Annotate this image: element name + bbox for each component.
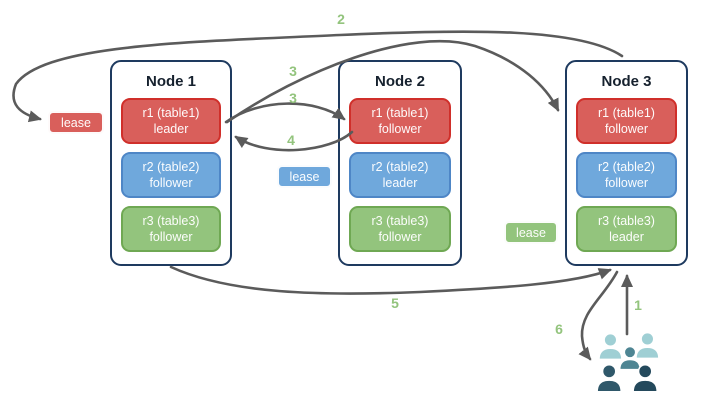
node3-replica-r2: r2 (table2) follower xyxy=(576,152,677,198)
users-group-icon xyxy=(596,331,660,393)
node3-replica-r1: r1 (table1) follower xyxy=(576,98,677,144)
replica-role: follower xyxy=(604,176,649,190)
arrow-label-3a: 3 xyxy=(289,63,297,79)
lease-tag-table3: lease xyxy=(504,221,558,244)
replica-name: r3 (table3) xyxy=(371,213,429,228)
arrow-label-5: 5 xyxy=(391,295,399,311)
node1-replica-r1: r1 (table1) leader xyxy=(121,98,221,144)
replica-name: r2 (table2) xyxy=(598,159,655,174)
node3-replica-r3: r3 (table3) leader xyxy=(576,206,677,252)
replica-role: leader xyxy=(382,176,418,190)
arrow-2-node3-to-lease xyxy=(12,30,624,123)
arrow-label-6: 6 xyxy=(555,321,563,337)
arrow-5-node1-to-node3 xyxy=(169,265,612,295)
replica-role: leader xyxy=(609,230,644,244)
node1-replica-r2: r2 (table2) follower xyxy=(121,152,221,198)
replica-role: follower xyxy=(378,122,422,136)
node-1-title: Node 1 xyxy=(145,73,196,90)
node2-replica-r3: r3 (table3) follower xyxy=(349,206,451,252)
arrow-label-3b: 3 xyxy=(289,90,297,106)
node1-replica-r3: r3 (table3) follower xyxy=(121,206,221,252)
lease-tag-table2: lease xyxy=(277,165,332,188)
arrow-label-2: 2 xyxy=(337,11,345,27)
node-2-box: Node 2 r1 (table1) follower r2 (table2) … xyxy=(338,60,462,266)
replica-role: follower xyxy=(604,122,649,136)
node-2-title: Node 2 xyxy=(374,73,425,90)
node-3-title: Node 3 xyxy=(601,73,652,90)
replica-role: follower xyxy=(378,230,422,244)
replica-name: r2 (table2) xyxy=(371,159,429,174)
node-3-box: Node 3 r1 (table1) follower r2 (table2) … xyxy=(565,60,688,266)
lease-tag-table1: lease xyxy=(48,111,104,134)
arrow-label-1: 1 xyxy=(634,297,642,313)
replica-name: r1 (table1) xyxy=(371,105,429,120)
replica-name: r3 (table3) xyxy=(598,213,655,228)
replica-role: follower xyxy=(149,230,193,244)
node-1-box: Node 1 r1 (table1) leader r2 (table2) fo… xyxy=(110,60,232,266)
replica-role: follower xyxy=(149,176,193,190)
replica-name: r2 (table2) xyxy=(142,159,200,174)
replica-name: r1 (table1) xyxy=(142,105,200,120)
arrow-label-4: 4 xyxy=(287,132,295,148)
node2-replica-r2: r2 (table2) leader xyxy=(349,152,451,198)
replica-role: leader xyxy=(153,122,189,136)
replica-name: r3 (table3) xyxy=(142,213,200,228)
node2-replica-r1: r1 (table1) follower xyxy=(349,98,451,144)
arrow-3-node1-to-node2 xyxy=(224,102,346,124)
replica-name: r1 (table1) xyxy=(598,105,655,120)
